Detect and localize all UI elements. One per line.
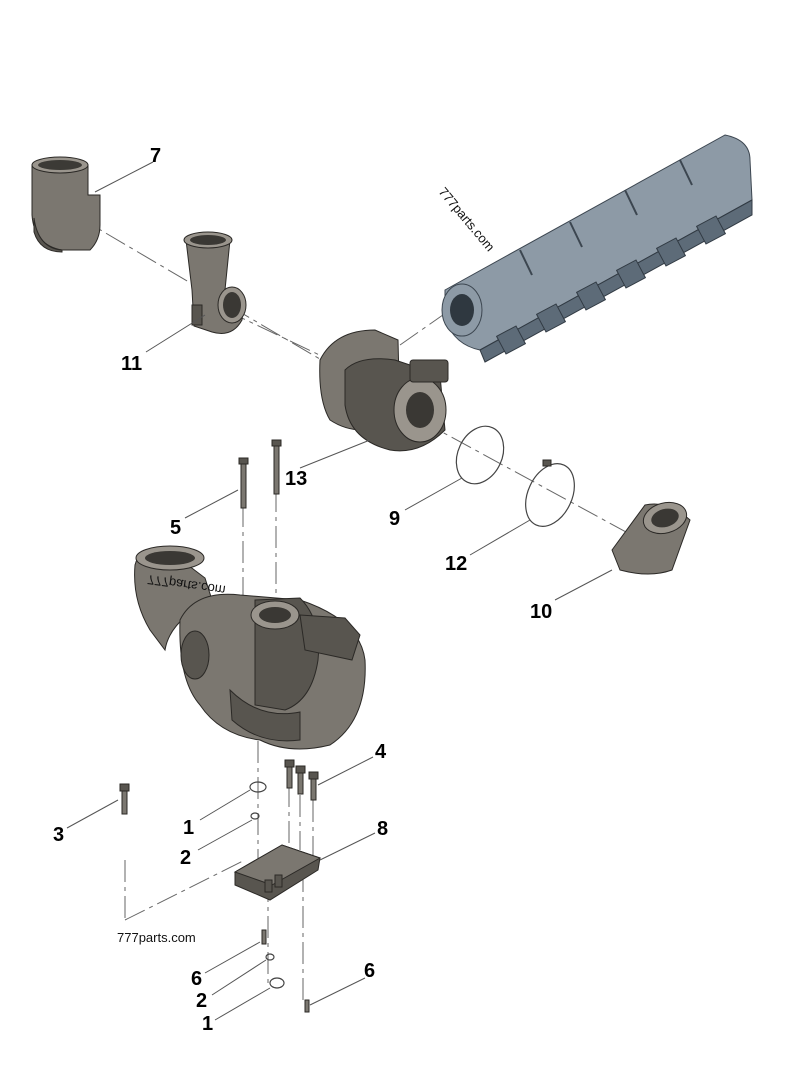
- callout-2-upper: 2: [180, 847, 191, 869]
- callout-13: 13: [285, 468, 307, 490]
- callout-6-lower-left: 6: [191, 968, 202, 990]
- stud-6-lower-left: [261, 929, 267, 945]
- manifold-ports: [495, 215, 727, 355]
- part-12-vband-clamp: [525, 459, 575, 527]
- callout-6-lower-right: 6: [364, 960, 375, 982]
- seal-1-upper: [249, 781, 267, 793]
- callout-1-upper: 1: [183, 817, 194, 839]
- callout-12: 12: [445, 553, 467, 575]
- callout-9: 9: [389, 508, 400, 530]
- part-13-turbocharger: [319, 329, 449, 452]
- stud-6-lower-right: [304, 999, 310, 1013]
- callout-11: 11: [121, 353, 142, 375]
- bolts-4: [284, 759, 319, 801]
- callout-4: 4: [375, 741, 387, 763]
- leader-lines: [66, 161, 613, 1021]
- turbocharger-assembly-lower: [134, 545, 366, 750]
- bolt-3: [119, 783, 130, 815]
- bolt-5: [238, 457, 249, 509]
- callout-labels: 7 11 13 9 12 10 5 4 8 1 2 3 6 2 1 6: [53, 145, 552, 1035]
- manifold-rings: [519, 159, 693, 276]
- part-11-elbow-flange: [183, 231, 247, 334]
- callout-2-lower: 2: [196, 990, 207, 1012]
- exhaust-manifold: [441, 134, 753, 363]
- callout-10: 10: [530, 601, 552, 623]
- callout-8: 8: [377, 818, 388, 840]
- part-7-elbow: [31, 156, 101, 253]
- seal-2-lower: [265, 953, 275, 961]
- seal-1-lower: [269, 977, 285, 989]
- part-10-outlet-adapter: [611, 501, 691, 575]
- watermark-bottom: 777parts.com: [117, 930, 196, 945]
- watermark-top: 777parts.com: [436, 184, 498, 254]
- bolt-13: [271, 439, 282, 495]
- callout-7: 7: [150, 145, 161, 167]
- axis-turbo-manifold: [399, 309, 451, 346]
- callout-3: 3: [53, 824, 64, 846]
- callout-5: 5: [170, 517, 181, 539]
- seal-2-upper: [250, 812, 260, 820]
- axis-bolt3-diagonal: [124, 859, 246, 921]
- callout-1-lower: 1: [202, 1013, 213, 1035]
- axis-turbo-outlet: [419, 419, 651, 546]
- part-9-gasket-ring: [455, 425, 505, 485]
- part-8-drain-block: [233, 844, 322, 901]
